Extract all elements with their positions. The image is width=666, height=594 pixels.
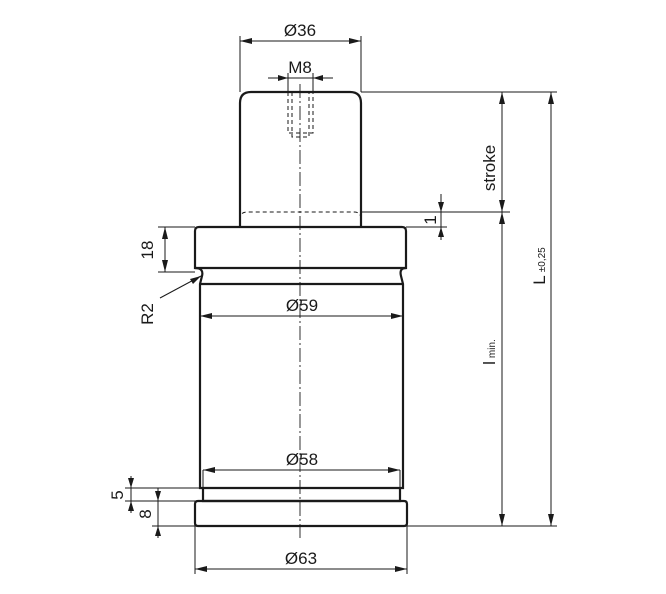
dim-flange-diameter: Ø63 — [194, 526, 408, 574]
dim-total-length: L±0,25 — [510, 92, 557, 527]
thread-core-hidden — [291, 92, 310, 138]
bottom-groove — [201, 488, 402, 503]
groove-width-label: 5 — [108, 490, 127, 499]
total-length-label: L±0,25 — [530, 247, 549, 285]
part-outline — [193, 84, 409, 540]
dim-min-length: lmin. — [407, 212, 510, 527]
thread-hole-hidden — [287, 92, 314, 134]
cylinder-body — [194, 266, 407, 490]
dim-collar-height: 18 — [138, 226, 195, 273]
dim-groove-radius: R2 — [138, 275, 202, 325]
dim-gap: 1 — [406, 194, 447, 240]
stroke-label: stroke — [480, 145, 499, 191]
dim-rod-diameter: Ø36 — [239, 21, 362, 92]
piston-rod — [238, 90, 363, 227]
bottom-flange — [193, 499, 409, 528]
rod-diameter-label: Ø36 — [284, 21, 316, 40]
top-collar — [193, 225, 408, 270]
dim-thread: M8 — [268, 58, 333, 92]
dim-stroke: stroke — [361, 91, 557, 213]
flange-height-label: 8 — [136, 509, 155, 518]
dim-groove-width: 5 — [108, 476, 203, 513]
dim-body-diameter: Ø59 — [200, 296, 403, 319]
rod-seat-hidden — [239, 211, 362, 227]
thread-label: M8 — [288, 58, 312, 77]
body-diameter-label: Ø59 — [286, 296, 318, 315]
dim-lower-diameter: Ø58 — [202, 450, 401, 488]
gap-label: 1 — [421, 215, 440, 224]
flange-diameter-label: Ø63 — [285, 549, 317, 568]
dim-flange-height: 8 — [136, 488, 195, 538]
groove-radius-label: R2 — [138, 303, 157, 325]
min-length-label: lmin. — [480, 339, 499, 365]
collar-height-label: 18 — [138, 241, 157, 260]
lower-diameter-label: Ø58 — [286, 450, 318, 469]
